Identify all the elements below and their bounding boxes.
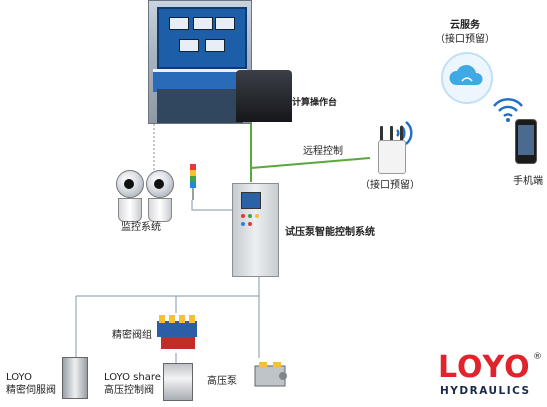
loyo-logo: LOYO ® HYDRAULICS (434, 352, 544, 402)
cloud-icon (441, 52, 493, 104)
hp-valve-icon (163, 363, 193, 401)
logo-registered: ® (533, 352, 542, 362)
camera-icon (116, 170, 144, 222)
logo-subtitle: HYDRAULICS (440, 385, 531, 397)
tower-wire (191, 200, 232, 211)
remote-link-line (250, 157, 371, 169)
valve-group-label: 精密阀组 (112, 330, 152, 341)
valve-group-icon (155, 313, 201, 353)
phone-label: 手机端 (513, 176, 543, 187)
servo-valve-icon (62, 357, 88, 399)
pump-icon (253, 358, 291, 392)
monitoring-label: 监控系统 (121, 222, 161, 233)
hp-valve-brand: LOYO share (104, 372, 161, 383)
control-system-label: 试压泵智能控制系统 (285, 227, 375, 238)
control-cabinet-icon (232, 183, 279, 277)
hp-valve-label: 高压控制阀 (104, 385, 154, 396)
cloud-title: 云服务 (450, 20, 480, 31)
phone-icon (515, 119, 537, 164)
console-label: 计算操作台 (292, 98, 338, 108)
camera-icon (146, 170, 174, 222)
servo-valve-label: 精密伺服阀 (6, 385, 56, 396)
wifi-icon (493, 98, 523, 122)
operation-console-image (148, 0, 252, 124)
remote-control-label: 远程控制 (303, 146, 343, 157)
logo-word: LOYO (438, 350, 531, 385)
router-label: （接口预留） (360, 180, 420, 191)
hp-pump-label: 高压泵 (207, 376, 237, 387)
cloud-subtitle: （接口预留） (435, 34, 495, 45)
router-icon (376, 126, 406, 174)
signal-tower-icon (190, 164, 196, 200)
console-chairs-image (236, 70, 292, 122)
servo-valve-brand: LOYO (6, 372, 32, 383)
